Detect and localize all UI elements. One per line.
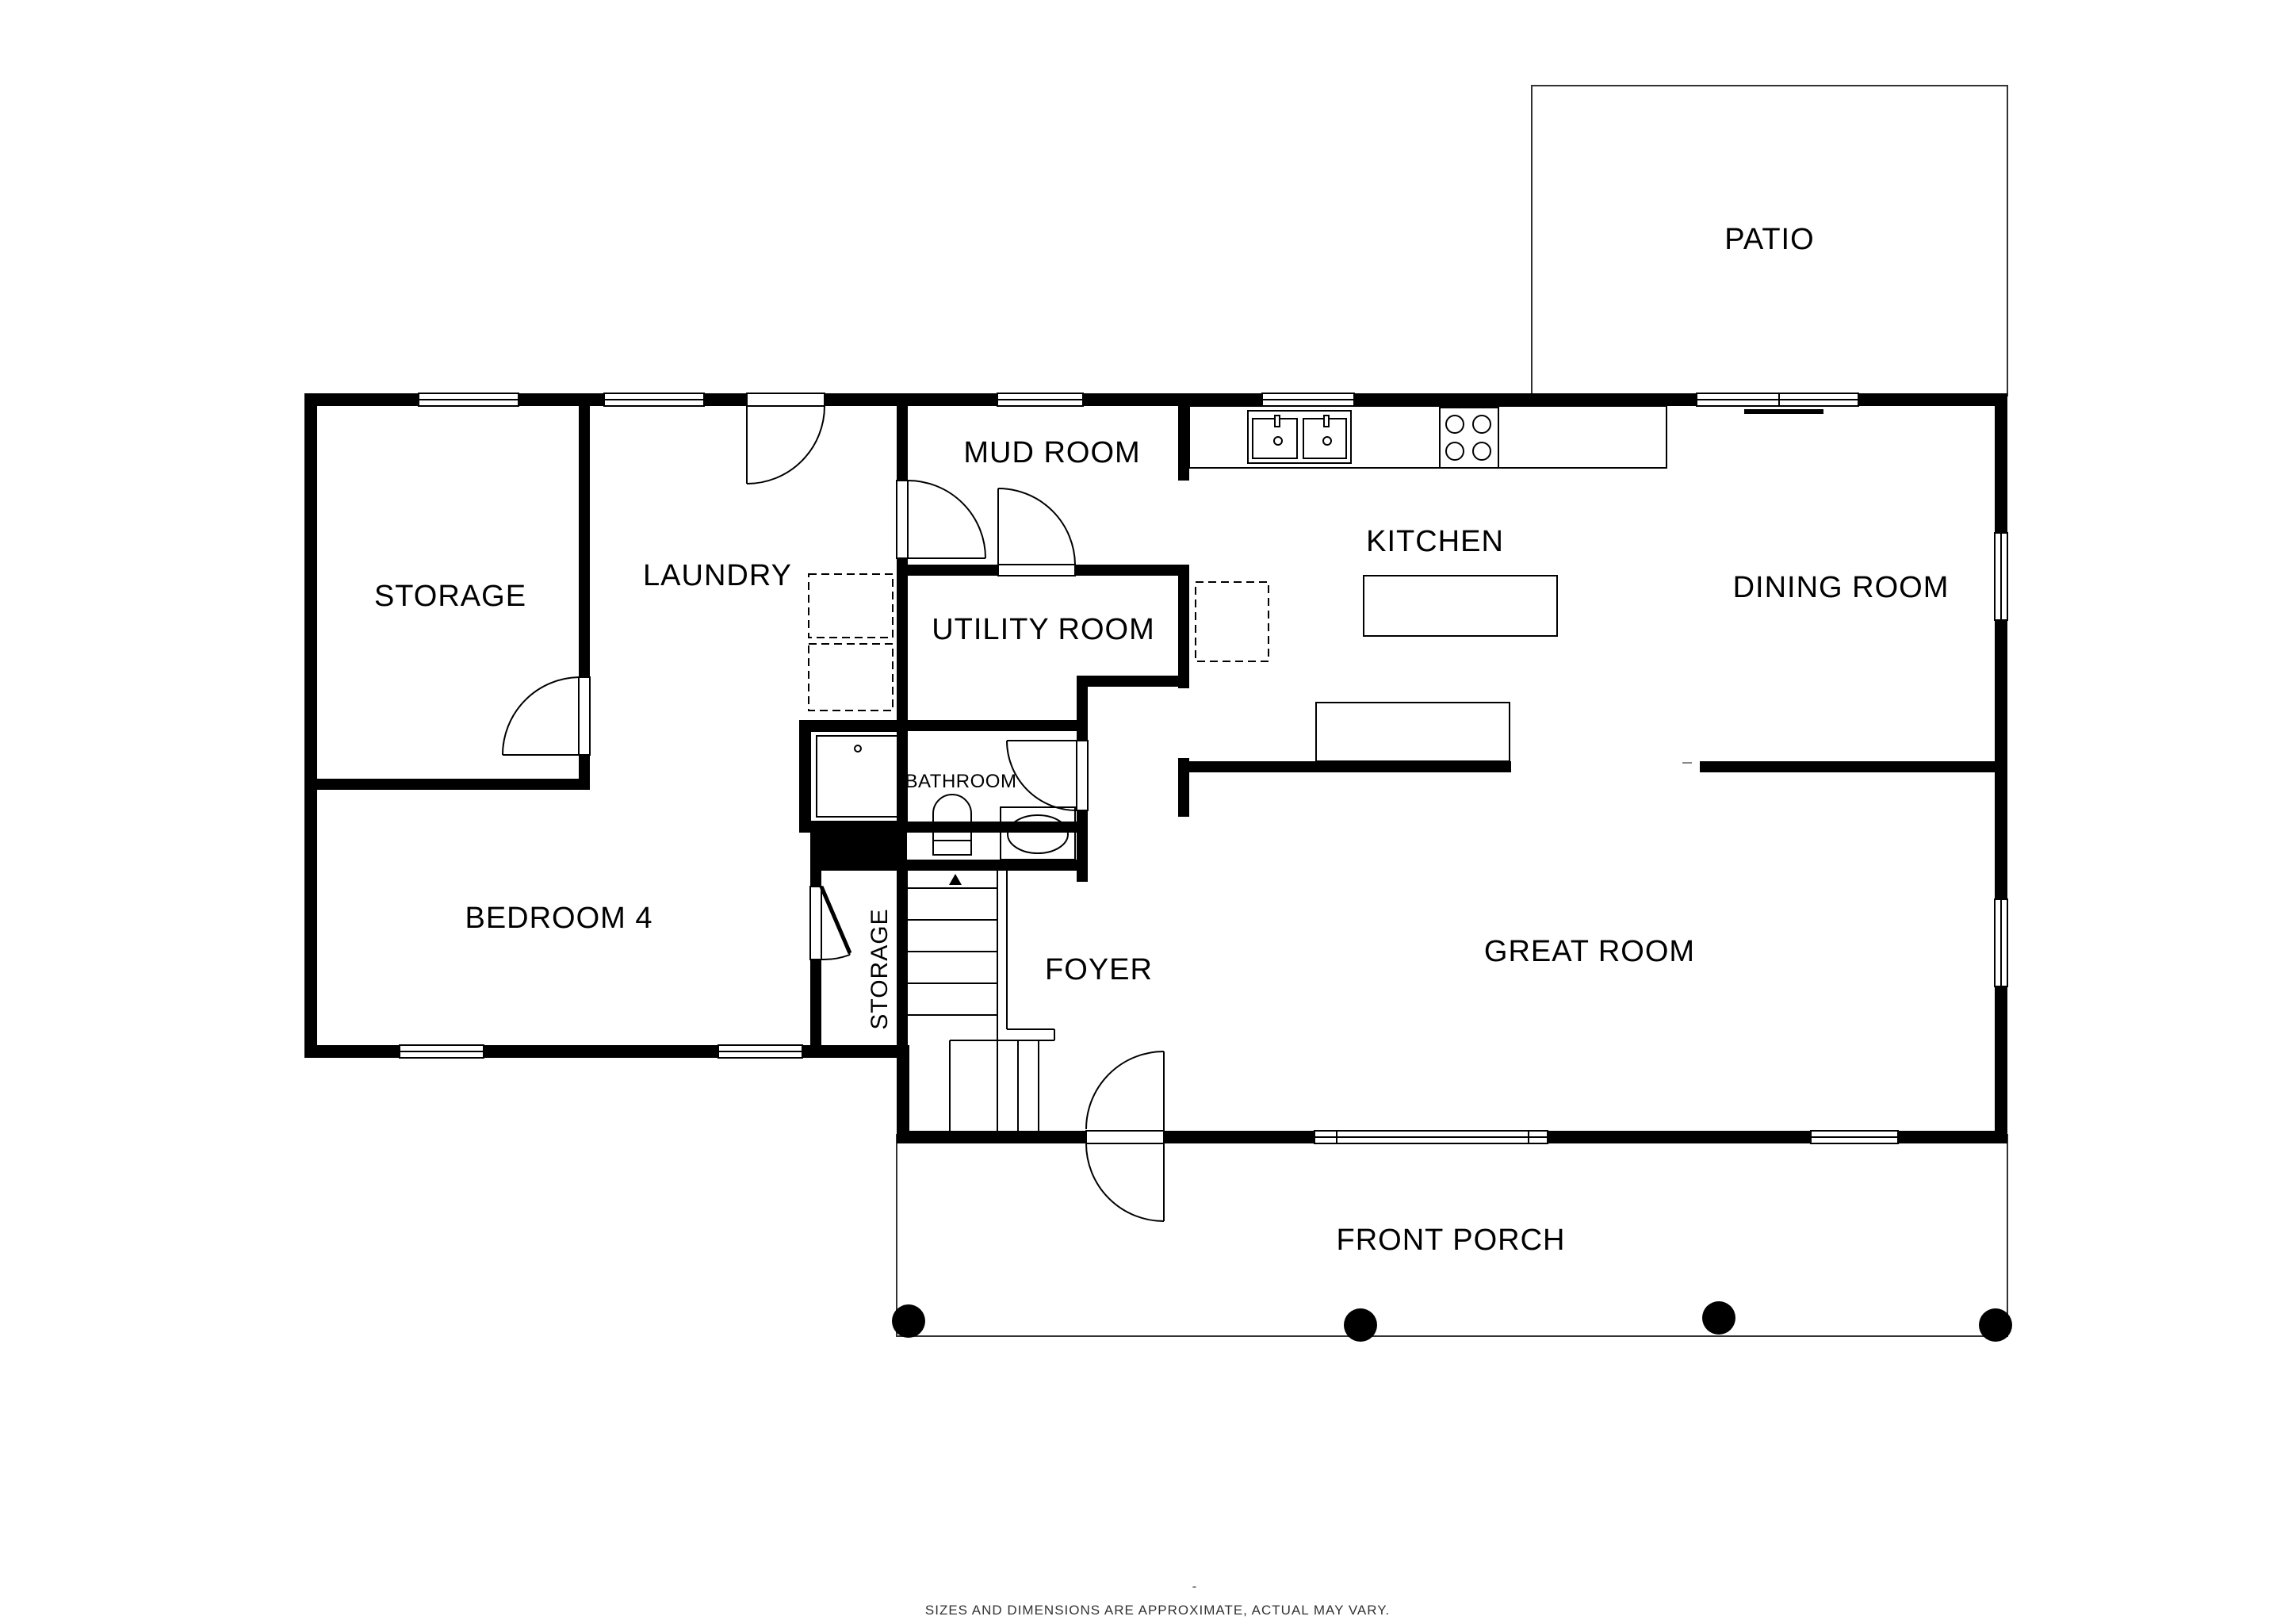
wall-kitchen-divider-2 (1700, 761, 2007, 772)
washer (808, 573, 894, 638)
porch-columns (892, 1301, 2012, 1342)
wall-bath-block (810, 822, 907, 871)
wall-utility-bottom (1077, 676, 1189, 687)
wall-top (304, 393, 2007, 406)
door-opening (896, 480, 909, 559)
stair-arrow-icon (949, 874, 962, 885)
room-label-great-room: GREAT ROOM (1484, 935, 1695, 968)
room-label-mud-room: MUD ROOM (963, 436, 1140, 469)
sink-vanity (1000, 806, 1076, 860)
porch-column (1344, 1308, 1377, 1342)
porch-column (892, 1304, 925, 1338)
kitchen-island (1363, 575, 1558, 637)
room-label-front-porch: FRONT PORCH (1337, 1224, 1566, 1257)
wall-kitchen-left-stub (1178, 758, 1189, 817)
patio-outline (1531, 85, 2008, 396)
closet-door-leaf (819, 886, 852, 954)
wall-foyer-left (897, 1045, 909, 1143)
walls (304, 393, 2007, 1143)
wall-storage-right (579, 393, 590, 677)
wall-closet-right (897, 860, 908, 1058)
footer-dash: - (1192, 1579, 1198, 1594)
appliance-dashed (1195, 581, 1269, 662)
stove (1439, 407, 1499, 469)
porch-column (1702, 1301, 1735, 1335)
sink (1247, 410, 1352, 464)
toilet (932, 794, 972, 856)
room-label-storage: STORAGE (374, 580, 526, 613)
room-label-utility-room: UTILITY ROOM (932, 613, 1155, 646)
wall-utility-right (1178, 565, 1189, 688)
bathroom-fixtures (809, 730, 1076, 860)
wall-mud-right (1178, 393, 1189, 481)
wall-storage-right-2 (579, 755, 590, 790)
wall-left (304, 393, 317, 1058)
door-opening (578, 676, 591, 756)
wall-kitchen-divider-1 (1178, 761, 1511, 772)
front-porch-outline (896, 1134, 2008, 1337)
stairs (908, 871, 1055, 1131)
door-opening (1076, 740, 1089, 811)
breakfast-bar (1315, 702, 1510, 762)
dryer (808, 643, 894, 711)
door-opening (809, 886, 822, 960)
room-label-patio: PATIO (1724, 223, 1814, 256)
shower (809, 730, 906, 822)
sliding-door-track (1744, 409, 1823, 414)
room-label-bathroom: BATHROOM (905, 771, 1017, 792)
laundry-machines (808, 573, 894, 711)
porch-column (1979, 1308, 2012, 1342)
window-panes (400, 393, 2002, 1143)
room-label-storage-small: STORAGE (867, 908, 893, 1029)
door-opening (746, 393, 825, 407)
door-opening (997, 564, 1076, 576)
wall-storage-bottom (304, 779, 590, 790)
room-label-kitchen: KITCHEN (1366, 525, 1504, 558)
wall-stair-top (897, 860, 1088, 871)
wall-bath-top (799, 720, 1088, 731)
wall-laundry-right (897, 393, 908, 481)
room-label-dining-room: DINING ROOM (1733, 571, 1950, 604)
wall-laundry-right-2 (897, 558, 908, 733)
room-label-foyer: FOYER (1045, 953, 1153, 986)
wall-mud-bottom (897, 565, 998, 576)
kitchen-fixtures (1188, 405, 1667, 762)
wall-closet-left-2 (810, 959, 821, 1058)
kitchen-counter (1188, 405, 1667, 469)
doors (502, 405, 1165, 1222)
room-label-laundry: LAUNDRY (643, 559, 792, 592)
room-label-bedroom-4: BEDROOM 4 (465, 902, 652, 935)
wall-mud-bottom-2 (1075, 565, 1189, 576)
disclaimer-text: SIZES AND DIMENSIONS ARE APPROXIMATE, AC… (925, 1603, 1390, 1618)
wall-bath-left (799, 720, 810, 833)
door-opening (1085, 1130, 1165, 1144)
